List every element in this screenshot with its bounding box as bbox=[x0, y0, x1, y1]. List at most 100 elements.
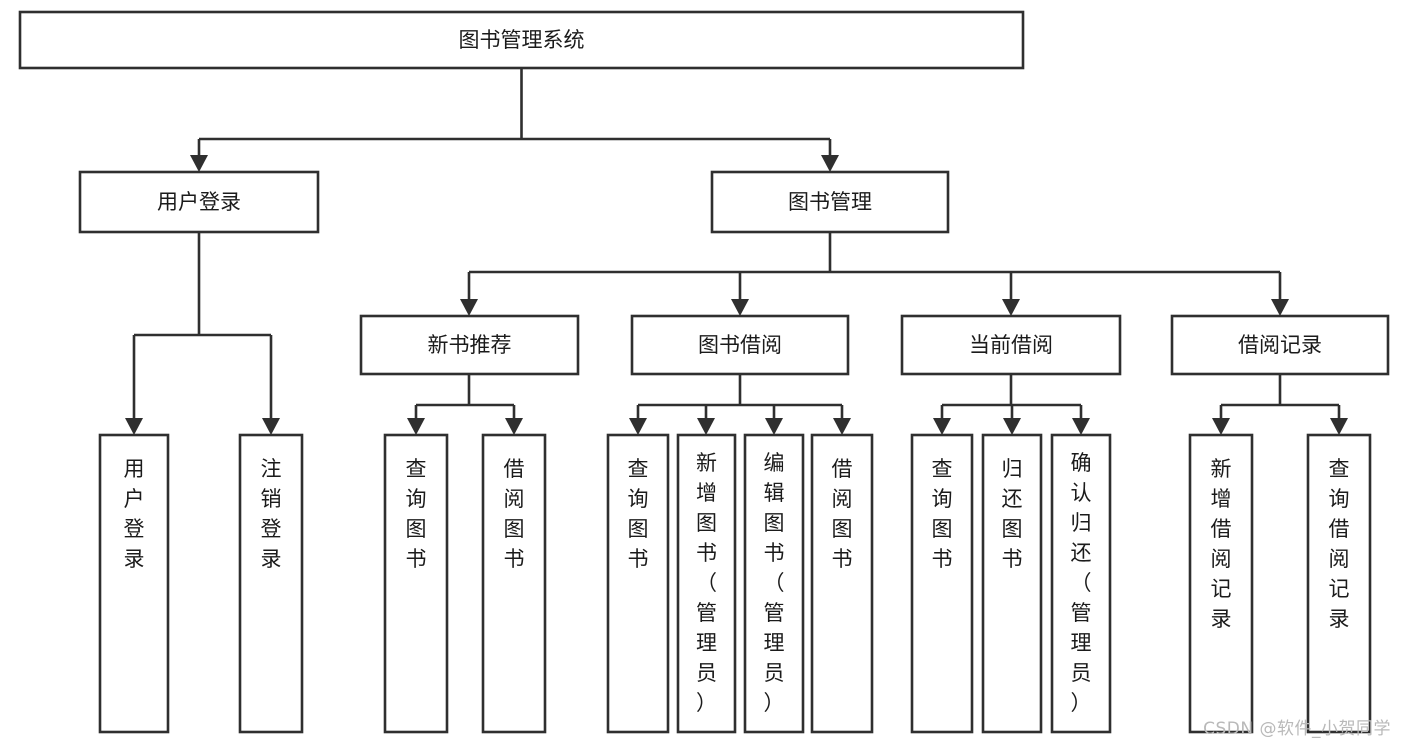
node-label: 注销登录 bbox=[261, 457, 282, 571]
node-label: 新增图书（管理员） bbox=[696, 451, 717, 715]
node-box[interactable] bbox=[98, 433, 170, 734]
node-label: 查询图书 bbox=[932, 457, 953, 571]
arrow-head-icon bbox=[1002, 299, 1020, 316]
node-box[interactable] bbox=[630, 314, 850, 376]
arrow-head-icon bbox=[460, 299, 478, 316]
node-box[interactable] bbox=[78, 170, 320, 234]
connector-stem bbox=[636, 405, 844, 419]
arrow-head-icon bbox=[1212, 418, 1230, 435]
node-box[interactable] bbox=[18, 10, 1025, 70]
arrow-head-icon bbox=[629, 418, 647, 435]
arrow-head-icon bbox=[1072, 418, 1090, 435]
node-leaf-query-record[interactable]: 查询借阅记录 bbox=[1306, 433, 1372, 734]
node-label: 借阅记录 bbox=[1238, 333, 1322, 357]
arrow-head-icon bbox=[1330, 418, 1348, 435]
node-leaf-add-book[interactable]: 新增图书（管理员） bbox=[676, 433, 737, 734]
arrow-head-icon bbox=[407, 418, 425, 435]
conn-book-borrow-bus bbox=[629, 374, 851, 435]
node-user-login[interactable]: 用户登录 bbox=[78, 170, 320, 234]
node-box[interactable] bbox=[606, 433, 670, 734]
arrow-head-icon bbox=[262, 418, 280, 435]
node-leaf-user-login[interactable]: 用户登录 bbox=[98, 433, 170, 734]
node-box[interactable] bbox=[676, 433, 737, 734]
connector-stem bbox=[132, 335, 273, 419]
node-box[interactable] bbox=[1170, 314, 1390, 376]
conn-book-manage-bus bbox=[460, 232, 1289, 316]
node-book-borrow[interactable]: 图书借阅 bbox=[630, 314, 850, 376]
node-book-manage[interactable]: 图书管理 bbox=[710, 170, 950, 234]
node-label: 查询借阅记录 bbox=[1329, 457, 1350, 631]
node-current-borrow[interactable]: 当前借阅 bbox=[900, 314, 1122, 376]
node-leaf-return-book[interactable]: 归还图书 bbox=[981, 433, 1043, 734]
node-label: 新书推荐 bbox=[428, 333, 512, 357]
conn-root-bus bbox=[190, 68, 839, 172]
node-label: 用户登录 bbox=[124, 457, 145, 571]
connector-line bbox=[416, 374, 514, 407]
node-label: 当前借阅 bbox=[969, 333, 1053, 357]
arrow-head-icon bbox=[125, 418, 143, 435]
node-leaf-query-book-cur[interactable]: 查询图书 bbox=[910, 433, 974, 734]
node-leaf-edit-book[interactable]: 编辑图书（管理员） bbox=[743, 433, 805, 734]
connector-line bbox=[469, 232, 1280, 274]
node-box[interactable] bbox=[1188, 433, 1254, 734]
node-box[interactable] bbox=[910, 433, 974, 734]
connector-line bbox=[1221, 374, 1339, 407]
connector-line bbox=[942, 374, 1081, 407]
node-label: 查询图书 bbox=[628, 457, 649, 571]
node-box[interactable] bbox=[359, 314, 580, 376]
connector-line bbox=[638, 374, 842, 407]
node-new-book-rec[interactable]: 新书推荐 bbox=[359, 314, 580, 376]
node-box[interactable] bbox=[238, 433, 304, 734]
node-leaf-confirm-return[interactable]: 确认归还（管理员） bbox=[1050, 433, 1112, 734]
arrow-head-icon bbox=[697, 418, 715, 435]
node-box[interactable] bbox=[710, 170, 950, 234]
node-label: 借阅图书 bbox=[832, 457, 853, 571]
node-borrow-record[interactable]: 借阅记录 bbox=[1170, 314, 1390, 376]
node-box[interactable] bbox=[481, 433, 547, 734]
conn-new-book-rec-bus bbox=[407, 374, 523, 435]
node-leaf-borrow-book[interactable]: 借阅图书 bbox=[810, 433, 874, 734]
watermark-text: CSDN @软件_小贺同学 bbox=[1203, 719, 1391, 739]
node-root[interactable]: 图书管理系统 bbox=[18, 10, 1025, 70]
node-box[interactable] bbox=[1050, 433, 1112, 734]
node-label: 归还图书 bbox=[1002, 457, 1023, 571]
node-leaf-borrow-book-rec[interactable]: 借阅图书 bbox=[481, 433, 547, 734]
arrow-head-icon bbox=[1003, 418, 1021, 435]
conn-user-login-bus bbox=[125, 232, 280, 435]
node-layer: 图书管理系统用户登录图书管理新书推荐图书借阅当前借阅借阅记录用户登录注销登录查询… bbox=[18, 10, 1390, 734]
arrow-head-icon bbox=[731, 299, 749, 316]
arrow-head-icon bbox=[765, 418, 783, 435]
node-box[interactable] bbox=[383, 433, 449, 734]
node-label: 图书借阅 bbox=[698, 333, 782, 357]
node-leaf-query-book-rec[interactable]: 查询图书 bbox=[383, 433, 449, 734]
connector-stem bbox=[414, 405, 516, 419]
node-leaf-query-book-borrow[interactable]: 查询图书 bbox=[606, 433, 670, 734]
node-label: 图书管理 bbox=[788, 190, 872, 214]
connector-line bbox=[134, 232, 271, 337]
connector-stem bbox=[467, 272, 1282, 300]
conn-current-borrow-bus bbox=[933, 374, 1090, 435]
arrow-head-icon bbox=[821, 155, 839, 172]
arrow-head-icon bbox=[833, 418, 851, 435]
arrow-head-icon bbox=[1271, 299, 1289, 316]
connector-stem bbox=[197, 139, 832, 156]
connector-stem bbox=[1219, 405, 1341, 419]
node-label: 确认归还（管理员） bbox=[1071, 451, 1092, 715]
node-box[interactable] bbox=[900, 314, 1122, 376]
node-box[interactable] bbox=[1306, 433, 1372, 734]
node-box[interactable] bbox=[981, 433, 1043, 734]
node-leaf-user-logout[interactable]: 注销登录 bbox=[238, 433, 304, 734]
node-label: 查询图书 bbox=[406, 457, 427, 571]
node-box[interactable] bbox=[810, 433, 874, 734]
node-label: 用户登录 bbox=[157, 190, 241, 214]
node-label: 图书管理系统 bbox=[459, 28, 585, 52]
node-box[interactable] bbox=[743, 433, 805, 734]
node-label: 新增借阅记录 bbox=[1211, 457, 1232, 631]
node-leaf-add-record[interactable]: 新增借阅记录 bbox=[1188, 433, 1254, 734]
conn-borrow-record-bus bbox=[1212, 374, 1348, 435]
connector-layer bbox=[125, 68, 1348, 435]
arrow-head-icon bbox=[190, 155, 208, 172]
connector-stem bbox=[940, 405, 1083, 419]
